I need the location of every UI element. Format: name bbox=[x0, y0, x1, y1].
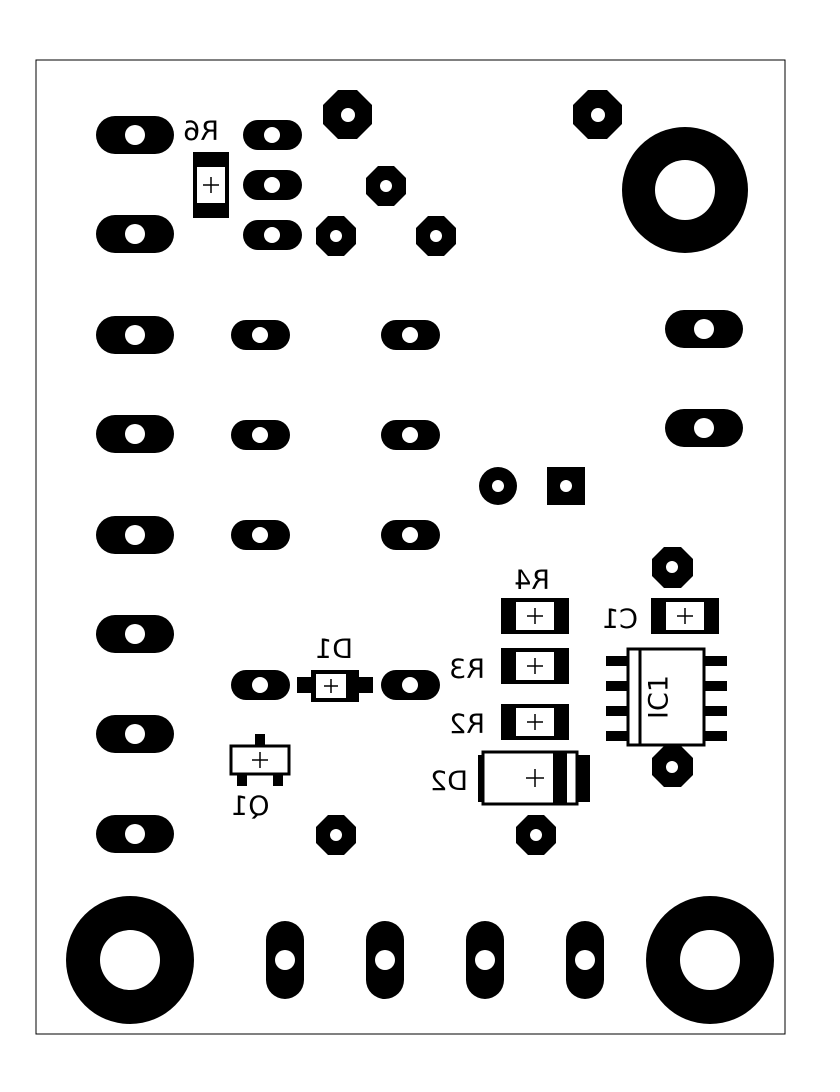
plus-mark bbox=[526, 769, 544, 787]
d1-pad-right bbox=[357, 677, 373, 693]
plus-mark bbox=[203, 177, 219, 193]
pad-drill bbox=[275, 950, 295, 970]
ic1-pin bbox=[606, 656, 632, 666]
pad-drill bbox=[575, 950, 595, 970]
trimmer-pads bbox=[243, 120, 302, 250]
pad-drill bbox=[475, 950, 495, 970]
r4-resistor bbox=[501, 598, 569, 634]
pad-drill bbox=[125, 125, 145, 145]
ic1-chip bbox=[606, 647, 727, 747]
plus-mark bbox=[527, 608, 543, 624]
ic1-pin bbox=[701, 681, 727, 691]
pad-drill bbox=[402, 677, 418, 693]
pad-drill bbox=[694, 319, 714, 339]
mounting-hole-drill bbox=[655, 160, 715, 220]
d1-diode bbox=[231, 670, 440, 702]
q1-pin bbox=[273, 772, 283, 786]
pad-drill bbox=[264, 227, 280, 243]
c1-label: C1 bbox=[602, 604, 638, 635]
r6-label: R6 bbox=[183, 116, 219, 147]
pad-drill bbox=[125, 424, 145, 444]
pad-drill bbox=[125, 525, 145, 545]
ic1-pin bbox=[701, 706, 727, 716]
q1-transistor bbox=[229, 734, 291, 786]
pad-drill bbox=[402, 427, 418, 443]
ic1-pin bbox=[701, 656, 727, 666]
pad-drill bbox=[252, 527, 268, 543]
pad-drill bbox=[430, 230, 442, 242]
plus-mark bbox=[324, 679, 338, 693]
q1-body bbox=[229, 744, 291, 776]
q1-label: Q1 bbox=[231, 791, 269, 822]
r4-label: R4 bbox=[514, 565, 550, 596]
r2-label: R2 bbox=[449, 709, 485, 740]
pad-drill bbox=[341, 108, 355, 122]
pad-drill bbox=[125, 624, 145, 644]
middle-pads bbox=[231, 320, 440, 550]
pad-drill bbox=[125, 224, 145, 244]
pad-drill bbox=[666, 561, 678, 573]
pad-drill bbox=[264, 127, 280, 143]
plus-mark bbox=[252, 752, 268, 768]
right-pads bbox=[665, 310, 743, 447]
r3-label: R3 bbox=[449, 654, 485, 685]
pad-drill bbox=[125, 724, 145, 744]
pad-drill bbox=[591, 108, 605, 122]
pad-drill bbox=[666, 761, 678, 773]
d1-pad-left bbox=[297, 677, 313, 693]
pad-drill bbox=[125, 325, 145, 345]
d2-diode bbox=[478, 750, 590, 806]
pad-drill bbox=[492, 480, 504, 492]
pad-drill bbox=[402, 527, 418, 543]
r2-resistor bbox=[501, 704, 569, 740]
left-header bbox=[96, 116, 174, 853]
r3-resistor bbox=[501, 648, 569, 684]
ic1-label: IC1 bbox=[644, 675, 675, 719]
q1-pin bbox=[237, 772, 247, 786]
c1-capacitor bbox=[651, 598, 719, 634]
d2-label: D2 bbox=[430, 766, 468, 797]
q1-pin bbox=[255, 734, 265, 748]
pad-drill bbox=[264, 177, 280, 193]
ic1-pin bbox=[606, 706, 632, 716]
ic1-pin bbox=[606, 731, 632, 741]
pad-drill bbox=[380, 180, 392, 192]
d1-label: D1 bbox=[315, 634, 353, 665]
d2-cathode-band bbox=[553, 752, 567, 804]
pad-drill bbox=[252, 427, 268, 443]
plus-mark bbox=[527, 658, 543, 674]
ic1-pin bbox=[701, 731, 727, 741]
r6-resistor bbox=[193, 152, 229, 218]
ic1-pin bbox=[606, 681, 632, 691]
pad-drill bbox=[330, 829, 342, 841]
pad-drill bbox=[530, 829, 542, 841]
pad-drill bbox=[375, 950, 395, 970]
board-outline bbox=[35, 59, 786, 1035]
pad-drill bbox=[402, 327, 418, 343]
pad-drill bbox=[252, 677, 268, 693]
pad-drill bbox=[125, 824, 145, 844]
pad-drill bbox=[694, 418, 714, 438]
mounting-hole-drill bbox=[680, 930, 740, 990]
plus-mark bbox=[677, 608, 693, 624]
pad-drill bbox=[330, 230, 342, 242]
via-pads bbox=[316, 90, 693, 855]
plus-mark bbox=[527, 714, 543, 730]
mounting-hole-drill bbox=[100, 930, 160, 990]
bottom-connector bbox=[266, 921, 604, 999]
pad-drill bbox=[252, 327, 268, 343]
pad-drill bbox=[560, 480, 572, 492]
